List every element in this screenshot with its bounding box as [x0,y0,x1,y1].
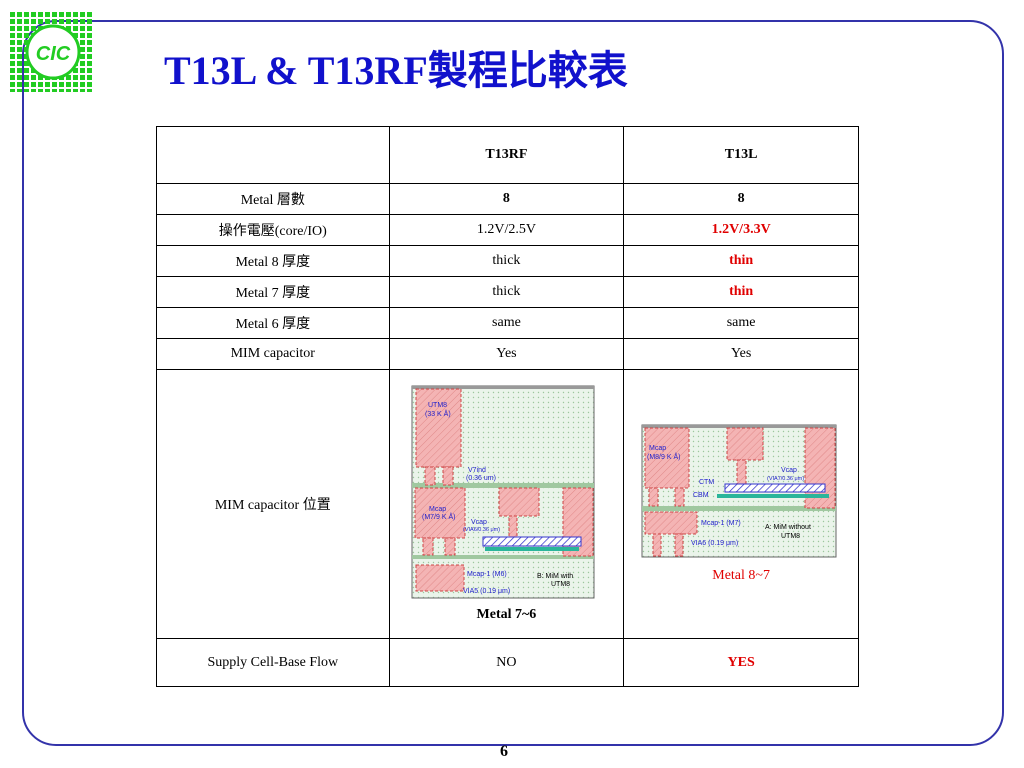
diagram-label: Mcap-1 (M6) [467,571,507,578]
t13l-value: Yes [623,338,859,370]
page-number: 6 [500,743,508,760]
diagram-note: UTM8 [551,581,570,588]
t13rf-value: Yes [388,338,625,370]
diagram-label: (0.36 um) [466,475,496,482]
row-label: Supply Cell-Base Flow [156,638,390,687]
t13rf-value: 8 [388,183,625,215]
table-row: Metal 6 厚度 same same [156,307,859,339]
t13rf-value: thick [388,245,625,277]
table-row: MIM capacitor Yes Yes [156,338,859,370]
t13rf-diagram-caption: Metal 7~6 [476,607,537,622]
diagram-label: CBM [693,492,709,499]
row-label: MIM capacitor [156,338,390,370]
row-label: 操作電壓(core/IO) [156,214,390,246]
t13rf-value: thick [388,276,625,308]
t13l-value: 8 [623,183,859,215]
cic-logo: CIC [10,12,94,92]
row-label: Metal 7 厚度 [156,276,390,308]
diagram-label: (M8/9 K Å) [647,452,680,461]
row-label: Metal 8 厚度 [156,245,390,277]
table-row: Metal 層數 8 8 [156,183,859,215]
header-t13rf: T13RF [388,126,625,184]
t13l-cross-section-diagram: Mcap (M8/9 K Å) Vcap (VIA7/0.36 μm) CTM … [641,424,837,558]
table-row: Supply Cell-Base Flow NO YES [156,638,859,687]
diagram-note: B: MiM with [537,573,573,580]
t13rf-cross-section-diagram: UTM8 (33 K Å) V7ind (0.36 um) Mcap (M7/9… [411,385,595,599]
table-row: Metal 7 厚度 thick thin [156,276,859,308]
row-label: Metal 6 厚度 [156,307,390,339]
diagram-label: (M7/9 K Å) [422,512,455,521]
header-t13l: T13L [623,126,859,184]
diagram-label: (33 K Å) [425,409,451,418]
diagram-label: Vcap [781,467,797,474]
logo-text: CIC [36,43,71,65]
diagram-label: CTM [699,479,714,486]
t13l-value: same [623,307,859,339]
diagram-label: VIA5 (0.19 μm) [463,588,510,595]
comparison-table: T13RF T13L Metal 層數 8 8 操作電壓(core/IO) 1.… [156,126,859,687]
diagram-label: Mcap-1 (M7) [701,520,741,527]
table-row: Metal 8 厚度 thick thin [156,245,859,277]
t13rf-diagram-cell: UTM8 (33 K Å) V7ind (0.36 um) Mcap (M7/9… [388,369,625,639]
table-header-row: T13RF T13L [156,126,859,184]
page-title: T13L & T13RF製程比較表 [164,48,628,93]
t13l-diagram-cell: Mcap (M8/9 K Å) Vcap (VIA7/0.36 μm) CTM … [623,369,859,639]
t13l-value: thin [623,276,859,308]
t13l-value: 1.2V/3.3V [623,214,859,246]
row-label: MIM capacitor 位置 [156,369,390,639]
diagram-label: VIA6 (0.19 μm) [691,540,738,547]
t13rf-value: 1.2V/2.5V [388,214,625,246]
diagram-label: (VIA6/0.36 μm) [463,527,500,533]
diagram-label: (VIA7/0.36 μm) [767,476,804,482]
t13rf-value: same [388,307,625,339]
mim-position-row: MIM capacitor 位置 [156,369,859,639]
diagram-label: V7ind [468,467,486,474]
diagram-label: Mcap [429,506,446,513]
row-label: Metal 層數 [156,183,390,215]
t13l-value: YES [623,638,859,687]
t13l-diagram-caption: Metal 8~7 [712,568,770,583]
header-empty [156,126,390,184]
diagram-label: Mcap [649,445,666,452]
diagram-label: Vcap [471,519,487,526]
table-row: 操作電壓(core/IO) 1.2V/2.5V 1.2V/3.3V [156,214,859,246]
diagram-label: UTM8 [428,402,447,409]
diagram-note: A: MiM without [765,524,811,531]
t13rf-value: NO [388,638,625,687]
diagram-note: UTM8 [781,533,800,540]
t13l-value: thin [623,245,859,277]
